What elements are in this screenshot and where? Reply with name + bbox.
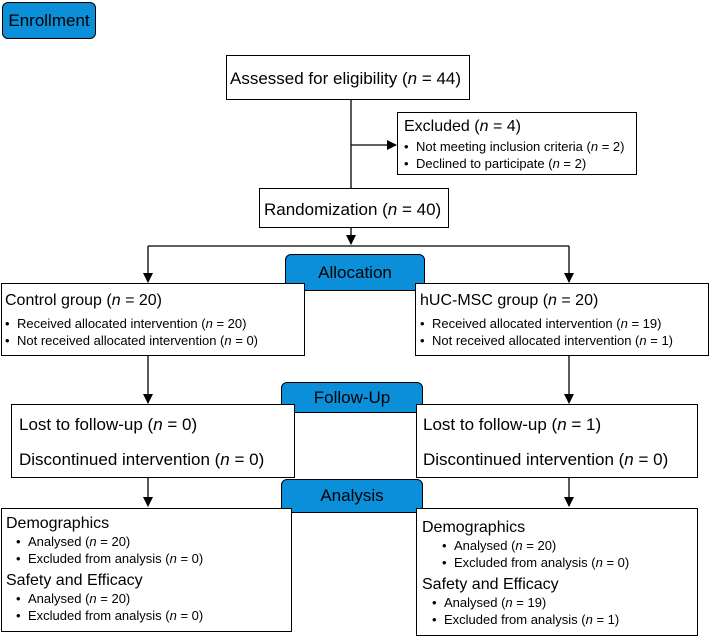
msc-safety-title: Safety and Efficacy xyxy=(422,576,559,593)
msc-safety-item: •Analysed (n = 19) xyxy=(432,595,547,610)
stage-enrollment-label: Enrollment xyxy=(8,10,90,30)
msc-safety-item: •Excluded from analysis (n = 1) xyxy=(432,612,620,627)
control-allocation-item: •Received allocated intervention (n = 20… xyxy=(5,316,247,331)
msc-demographics-item: •Excluded from analysis (n = 0) xyxy=(442,555,630,570)
msc-allocation-item: •Not received allocated intervention (n … xyxy=(420,333,673,348)
control-safety-item: •Analysed (n = 20) xyxy=(16,591,131,606)
excluded-box: Excluded (n = 4) •Not meeting inclusion … xyxy=(397,112,637,175)
control-follow-up-box: Lost to follow-up (n = 0) Discontinued i… xyxy=(11,404,295,478)
control-demographics-title: Demographics xyxy=(6,515,110,532)
randomization-box: Randomization (n = 40) xyxy=(259,188,449,228)
control-discontinued-text: Discontinued intervention (n = 0) xyxy=(19,450,265,469)
stage-follow-up: Follow-Up xyxy=(281,382,423,413)
msc-discontinued-text: Discontinued intervention (n = 0) xyxy=(423,450,669,469)
control-demographics-item: •Analysed (n = 20) xyxy=(16,534,131,549)
msc-allocation-item: •Received allocated intervention (n = 19… xyxy=(420,316,662,331)
msc-demographics-title: Demographics xyxy=(422,519,526,536)
stage-allocation-label: Allocation xyxy=(318,262,392,282)
msc-allocation-title: hUC-MSC group (n = 20) xyxy=(420,292,599,309)
msc-demographics-item: •Analysed (n = 20) xyxy=(442,538,557,553)
assessed-box: Assessed for eligibility (n = 44) xyxy=(226,55,470,100)
stage-enrollment: Enrollment xyxy=(2,2,96,39)
stage-analysis-label: Analysis xyxy=(320,486,384,505)
control-allocation-box: Control group (n = 20) •Received allocat… xyxy=(1,283,305,356)
control-safety-title: Safety and Efficacy xyxy=(6,572,143,589)
randomization-text: Randomization (n = 40) xyxy=(264,200,442,219)
control-lost-text: Lost to follow-up (n = 0) xyxy=(19,415,198,434)
msc-allocation-box: hUC-MSC group (n = 20) •Received allocat… xyxy=(415,283,709,356)
control-demographics-item: •Excluded from analysis (n = 0) xyxy=(16,551,204,566)
excluded-item: •Declined to participate (n = 2) xyxy=(404,156,587,171)
stage-follow-up-label: Follow-Up xyxy=(313,387,391,407)
control-safety-item: •Excluded from analysis (n = 0) xyxy=(16,608,204,623)
control-analysis-box: Demographics •Analysed (n = 20) •Exclude… xyxy=(1,508,292,632)
excluded-title: Excluded (n = 4) xyxy=(404,118,521,135)
msc-follow-up-box: Lost to follow-up (n = 1) Discontinued i… xyxy=(416,404,698,478)
msc-lost-text: Lost to follow-up (n = 1) xyxy=(423,415,602,434)
msc-analysis-box: Demographics •Analysed (n = 20) •Exclude… xyxy=(416,508,698,636)
excluded-item: •Not meeting inclusion criteria (n = 2) xyxy=(404,139,625,154)
stage-allocation: Allocation xyxy=(285,254,425,291)
stage-analysis: Analysis xyxy=(281,479,423,513)
assessed-text: Assessed for eligibility (n = 44) xyxy=(230,69,462,88)
control-allocation-item: •Not received allocated intervention (n … xyxy=(5,333,258,348)
control-allocation-title: Control group (n = 20) xyxy=(5,292,162,309)
